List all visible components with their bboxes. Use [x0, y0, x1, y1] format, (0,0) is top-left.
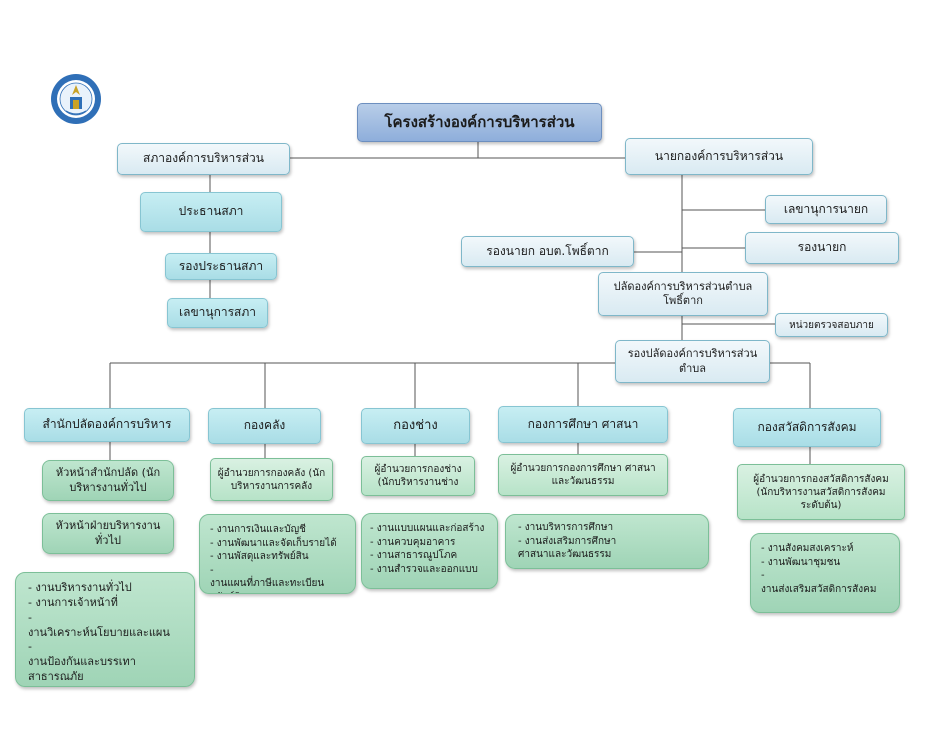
- list-item: งานวิเคราะห์นโยบายและแผน: [28, 625, 170, 639]
- list-item: - งานการเจ้าหน้าที่: [28, 595, 118, 609]
- list-item: -: [210, 564, 214, 576]
- list-item: - งานแบบแผนและก่อสร้าง: [370, 523, 485, 534]
- welfare-task-list: - งานสังคมสงเคราะห์ - งานพัฒนาชุมชน - งา…: [750, 533, 900, 613]
- list-item: - งานพัฒนาชุมชน: [761, 556, 841, 568]
- works-head-box: ผู้อำนวยการกองช่าง (นักบริหารงานช่าง: [361, 456, 475, 496]
- list-item: - งานพัสดุและทรัพย์สิน: [210, 551, 309, 562]
- department-works-header: กองช่าง: [361, 408, 470, 444]
- chart-title: โครงสร้างองค์การบริหารส่วน: [357, 103, 602, 142]
- council-secretary-box: เลขานุการสภา: [167, 298, 268, 328]
- council-vice-chair-box: รองประธานสภา: [165, 253, 277, 280]
- list-item: - งานการเงินและบัญชี: [210, 524, 306, 535]
- finance-head-box: ผู้อำนวยการกองคลัง (นักบริหารงานการคลัง: [210, 458, 333, 501]
- list-item: งานแผนที่ภาษีและทะเบียนทรัพย์สิน: [210, 578, 325, 593]
- list-item: - งานบริหารงานทั่วไป: [28, 581, 132, 594]
- office-admin-head-box: หัวหน้าฝ่ายบริหารงานทั่วไป: [42, 513, 174, 554]
- chief-administrator-box: ปลัดองค์การบริหารส่วนตำบลโพธิ์ตาก: [598, 272, 768, 316]
- list-item: - งานส่งเสริมการศึกษา: [518, 535, 617, 547]
- mayor-secretary-box: เลขานุการนายก: [765, 195, 887, 224]
- deputy-mayor-right-box: รองนายก: [745, 232, 899, 264]
- deputy-chief-box: รองปลัดองค์การบริหารส่วนตำบล: [615, 340, 770, 383]
- list-item: -: [28, 640, 32, 654]
- council-box: สภาองค์การบริหารส่วน: [117, 143, 290, 175]
- finance-task-list: - งานการเงินและบัญชี - งานพัฒนาและจัดเก็…: [199, 514, 356, 594]
- council-chair-box: ประธานสภา: [140, 192, 282, 232]
- list-item: ศาสนาและวัฒนธรรม: [518, 549, 612, 560]
- office-head-box: หัวหน้าสำนักปลัด (นักบริหารงานทั่วไป: [42, 460, 174, 501]
- welfare-head-box: ผู้อำนวยการกองสวัสดิการสังคม (นักบริหารง…: [737, 464, 905, 520]
- department-welfare-header: กองสวัสดิการสังคม: [733, 408, 881, 447]
- list-item: - งานบริหารการศึกษา: [518, 522, 614, 533]
- list-item: งานส่งเสริมสวัสดิการสังคม: [761, 583, 877, 595]
- education-head-box: ผู้อำนวยการกองการศึกษา ศาสนาและวัฒนธรรม: [498, 454, 668, 496]
- list-item: -: [761, 570, 765, 581]
- list-item: งานป้องกันและบรรเทาสาธารณภัย: [28, 655, 136, 684]
- deputy-mayor-left-box: รองนายก อบต.โพธิ์ตาก: [461, 236, 634, 267]
- list-item: -: [28, 610, 32, 624]
- list-item: - งานสำรวจและออกแบบ: [370, 563, 478, 575]
- list-item: - งานสาธารณูปโภค: [370, 550, 458, 561]
- organization-seal-icon: [51, 74, 101, 124]
- list-item: - งานควบคุมอาคาร: [370, 536, 456, 548]
- internal-audit-box: หน่วยตรวจสอบภาย: [775, 313, 888, 337]
- mayor-box: นายกองค์การบริหารส่วน: [625, 138, 813, 175]
- department-education-header: กองการศึกษา ศาสนา: [498, 406, 668, 443]
- education-task-list: - งานบริหารการศึกษา - งานส่งเสริมการศึกษ…: [505, 514, 709, 569]
- department-finance-header: กองคลัง: [208, 408, 321, 444]
- office-task-list: - งานบริหารงานทั่วไป - งานการเจ้าหน้าที่…: [15, 572, 195, 687]
- list-item: - งานพัฒนาและจัดเก็บรายได้: [210, 537, 337, 549]
- department-office-header: สำนักปลัดองค์การบริหาร: [24, 408, 190, 442]
- list-item: - งานสังคมสงเคราะห์: [761, 543, 854, 554]
- works-task-list: - งานแบบแผนและก่อสร้าง - งานควบคุมอาคาร …: [361, 513, 498, 589]
